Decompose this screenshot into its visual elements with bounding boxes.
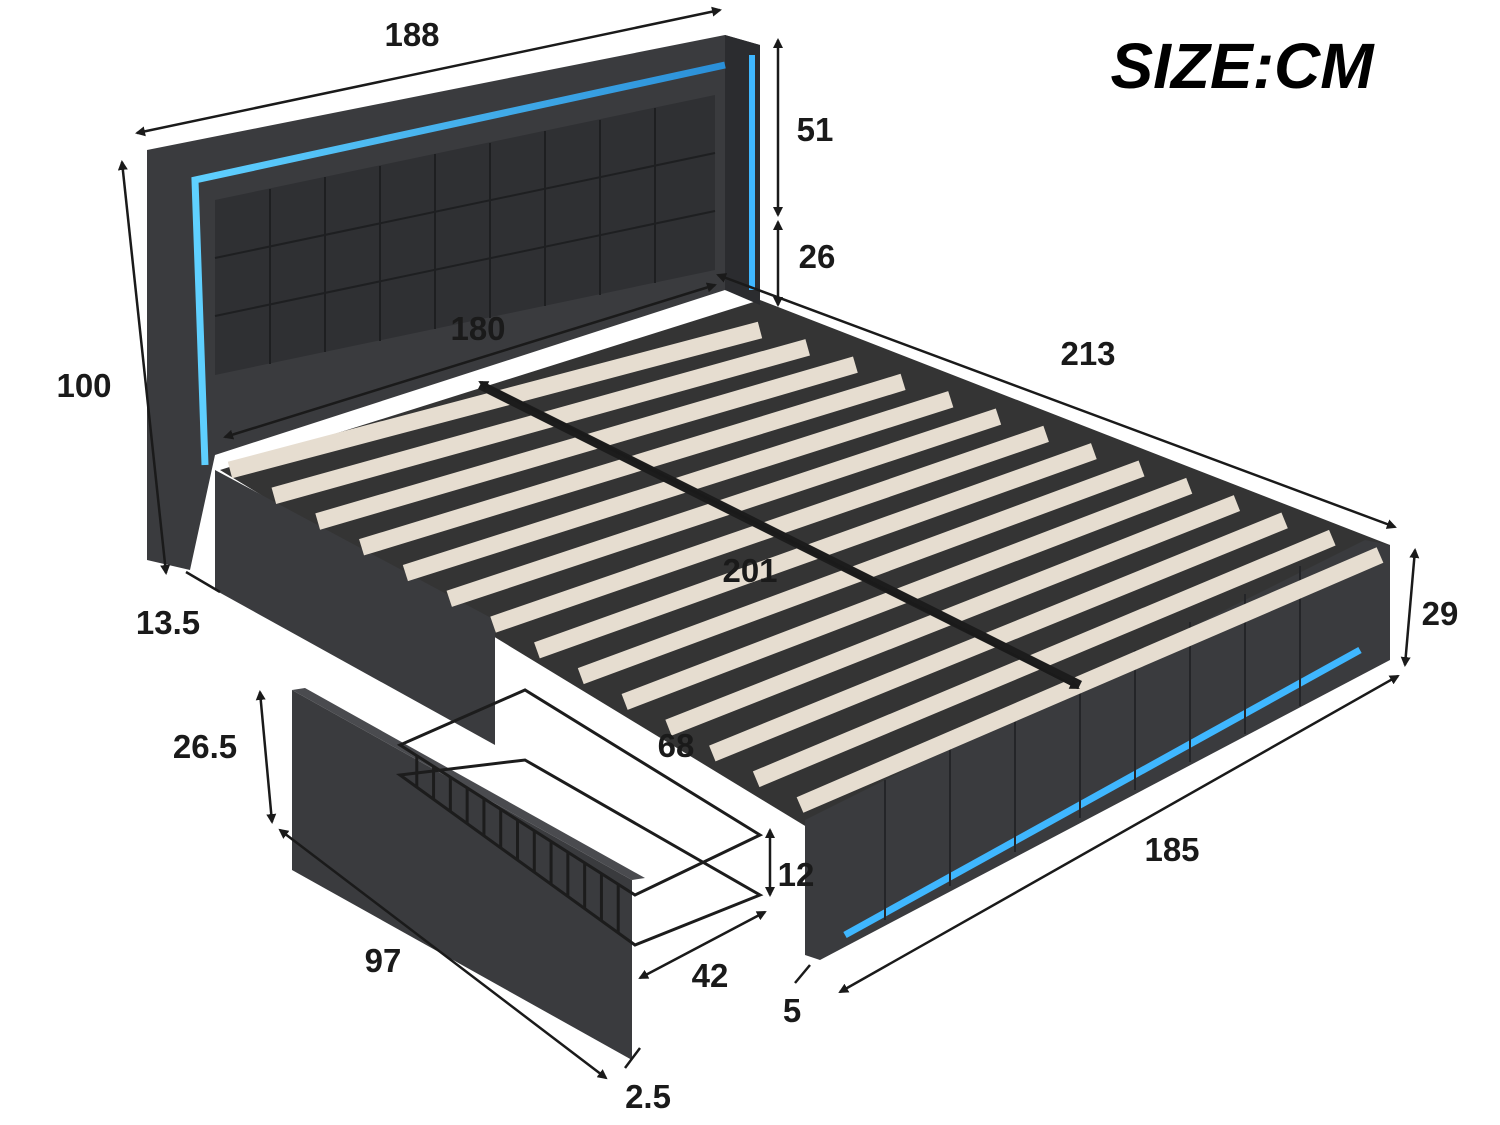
- label-basket-height: 12: [778, 856, 815, 893]
- label-drawer-front-thickness: 2.5: [625, 1078, 671, 1115]
- arrow-rail-thickness: [794, 964, 811, 984]
- arrow-headboard-width: [135, 6, 722, 137]
- bed-frame-illustration: [147, 35, 1390, 1060]
- arrow-diagonal: [478, 380, 1080, 690]
- arrow-total-height: [117, 160, 171, 575]
- label-drawer-basket-width: 68: [658, 727, 695, 764]
- arrow-drawer-height: [255, 690, 277, 824]
- label-headboard-top-height: 51: [797, 111, 834, 148]
- dimension-arrows: [117, 6, 1420, 1080]
- label-headboard-depth: 13.5: [136, 604, 200, 641]
- label-rail-thickness: 5: [783, 992, 801, 1029]
- drawer-front-panel: [292, 690, 632, 1060]
- arrow-drawer-depth: [638, 910, 767, 980]
- arrow-side-rail-length: [838, 674, 1400, 994]
- label-drawer-depth: 42: [692, 957, 729, 994]
- label-side-rail-height: 29: [1422, 595, 1459, 632]
- arrow-drawer-front-thickness: [624, 1047, 641, 1069]
- left-side-rail: [215, 470, 495, 745]
- label-headboard-width: 188: [384, 16, 439, 53]
- label-inner-width: 180: [450, 310, 505, 347]
- arrow-inner-width: [223, 282, 717, 440]
- label-total-length: 213: [1060, 335, 1115, 372]
- label-headboard-gap: 26: [799, 238, 836, 275]
- arrow-side-rail-height: [1400, 548, 1420, 667]
- arrow-headboard-depth: [185, 570, 221, 594]
- unit-label: SIZE:CM: [1110, 30, 1375, 102]
- dimension-labels: 188 51 26 180 213 100 201 29 13.5 26.5 6…: [56, 16, 1458, 1115]
- arrow-drawer-length: [278, 828, 608, 1080]
- label-drawer-height: 26.5: [173, 728, 237, 765]
- label-total-height: 100: [56, 367, 111, 404]
- label-side-rail-length: 185: [1144, 831, 1199, 868]
- label-drawer-length: 97: [365, 942, 402, 979]
- label-diagonal: 201: [722, 552, 777, 589]
